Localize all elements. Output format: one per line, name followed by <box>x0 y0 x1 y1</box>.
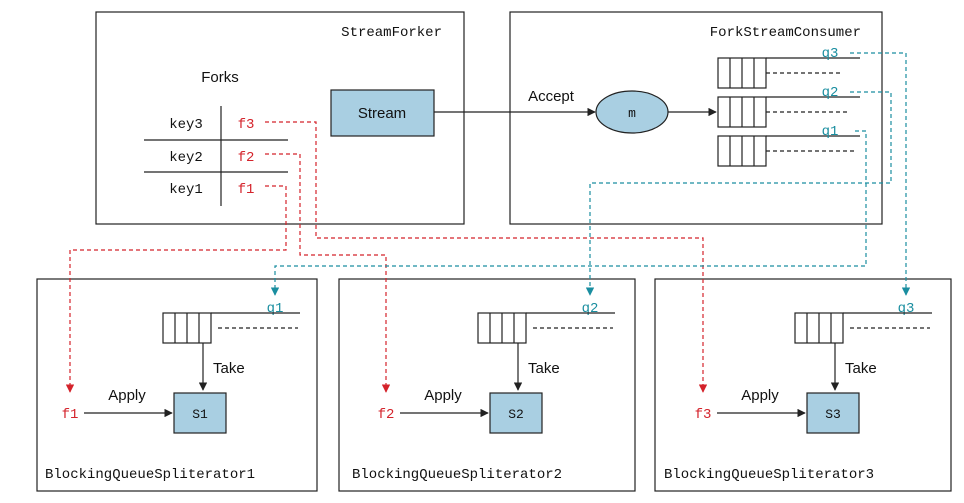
spliterator-stream-box <box>173 392 227 434</box>
spliterator-function-label: f2 <box>378 407 395 423</box>
fork-key: key1 <box>169 182 203 198</box>
fork-function: f3 <box>238 117 255 133</box>
q3-connector <box>850 52 911 296</box>
f2-connector <box>265 153 391 393</box>
spliterator-stream-label: S1 <box>192 407 208 422</box>
fork-function: f2 <box>238 150 255 166</box>
queue-label: q3 <box>822 46 839 62</box>
apply-label: Apply <box>108 387 146 404</box>
stream-forker-title: StreamForker <box>341 25 442 41</box>
spliterator-box-2: BlockingQueueSpliterator2 q2 Take S2 App… <box>338 278 636 492</box>
spliterator-title: BlockingQueueSpliterator1 <box>45 467 255 483</box>
spliterator-queue-label: q2 <box>582 301 599 317</box>
take-label: Take <box>213 360 245 377</box>
consumer-title: ForkStreamConsumer <box>710 25 861 41</box>
fork-stream-consumer-box: ForkStreamConsumer m <box>509 11 883 225</box>
spliterator-stream-label: S3 <box>825 407 841 422</box>
q2-connector <box>585 91 892 296</box>
spliterator-stream-box <box>806 392 860 434</box>
f3-connector <box>265 121 708 393</box>
f1-connector <box>65 185 287 393</box>
apply-label: Apply <box>424 387 462 404</box>
forks-label: Forks <box>201 69 239 86</box>
queue-icon <box>794 312 932 344</box>
spliterator-queue-label: q3 <box>898 301 915 317</box>
spliterator-stream-label: S2 <box>508 407 524 422</box>
stream-box <box>330 89 435 137</box>
queue-icon <box>717 57 860 89</box>
queue-icon <box>717 96 860 128</box>
forks-table: key3 f3 key2 f2 key1 f1 <box>144 106 288 206</box>
q1-connector <box>270 130 867 296</box>
spliterator-function-label: f3 <box>695 407 712 423</box>
fork-key: key3 <box>169 117 203 133</box>
spliterator-title: BlockingQueueSpliterator3 <box>664 467 874 483</box>
queue-icon <box>162 312 300 344</box>
queue-icon <box>477 312 615 344</box>
queue-label: q2 <box>822 85 839 101</box>
fork-key: key2 <box>169 150 203 166</box>
take-label: Take <box>845 360 877 377</box>
stream-label: Stream <box>358 105 406 122</box>
spliterator-title: BlockingQueueSpliterator2 <box>352 467 562 483</box>
spliterator-stream-box <box>489 392 543 434</box>
spliterator-queue-label: q1 <box>267 301 284 317</box>
queue-label: q1 <box>822 124 839 140</box>
spliterator-function-label: f1 <box>62 407 79 423</box>
take-label: Take <box>528 360 560 377</box>
spliterator-box-1: BlockingQueueSpliterator1 q1 Take S1 App… <box>36 278 318 492</box>
queue-icon <box>717 135 860 167</box>
map-label: m <box>628 106 636 121</box>
spliterator-box-3: BlockingQueueSpliterator3 q3 Take S3 App… <box>654 278 952 492</box>
apply-label: Apply <box>741 387 779 404</box>
fork-function: f1 <box>238 182 255 198</box>
accept-label: Accept <box>528 88 575 105</box>
stream-forker-box: StreamForker Forks key3 f3 key2 f2 key1 … <box>95 11 465 225</box>
